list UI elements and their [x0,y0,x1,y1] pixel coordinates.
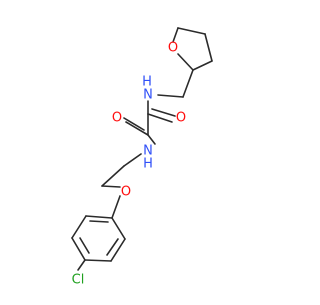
bond-thf-o-c2 [177,53,194,71]
bond-c-n-bottom [147,134,156,145]
bond-o-ether-ring [111,195,121,219]
bond-thf-c2-c3 [192,60,213,71]
bond-ch2-ch2 [101,165,125,187]
atom-labels: O H N O O N H O Cl [72,41,186,288]
bond-ring-inner-b [79,237,90,254]
bond-ring-4-5 [84,259,112,262]
bond-thf-c5-o [172,27,179,43]
bond-ring-5-6 [110,238,126,262]
atom-amine-top-h: H [142,75,152,90]
bond-c2-ch2 [182,69,194,98]
atom-ether-oxygen: O [121,185,131,200]
bond-ch2-o-ether [101,185,121,188]
bond-thf-c3-c4 [204,33,213,62]
bond-c-o-right-1 [147,113,173,123]
bond-ring-3-4 [71,237,86,261]
atom-chlorine: Cl [72,273,85,288]
molecule-structure: O H N O O N H O Cl [71,27,213,288]
bond-ring-inner-a [89,220,109,223]
bond-c-o-left-1 [125,121,149,136]
atom-carbonyl-left: O [112,111,122,126]
bond-c-o-right-2 [151,108,176,117]
bond-ring-6-1 [111,217,126,240]
bond-n-bottom-ch2 [123,153,142,167]
bond-c-o-left-2 [123,117,145,131]
atom-carbonyl-right: O [176,111,186,126]
atom-ring-oxygen: O [168,41,178,56]
atom-amine-bottom-h: H [143,157,153,172]
bond-ring-2-3 [71,215,87,239]
structure-canvas: O H N O O N H O Cl [71,27,213,288]
bond-ring-inner-c [106,238,119,256]
bonds [71,27,213,271]
atom-amine-bottom: N [143,144,153,159]
bond-ring-1-2 [85,215,113,219]
bond-ring-cl [77,259,86,271]
bond-ch2-n-top [157,94,184,98]
atom-amine-top: N [143,88,153,103]
bond-thf-c4-c5 [177,27,206,35]
